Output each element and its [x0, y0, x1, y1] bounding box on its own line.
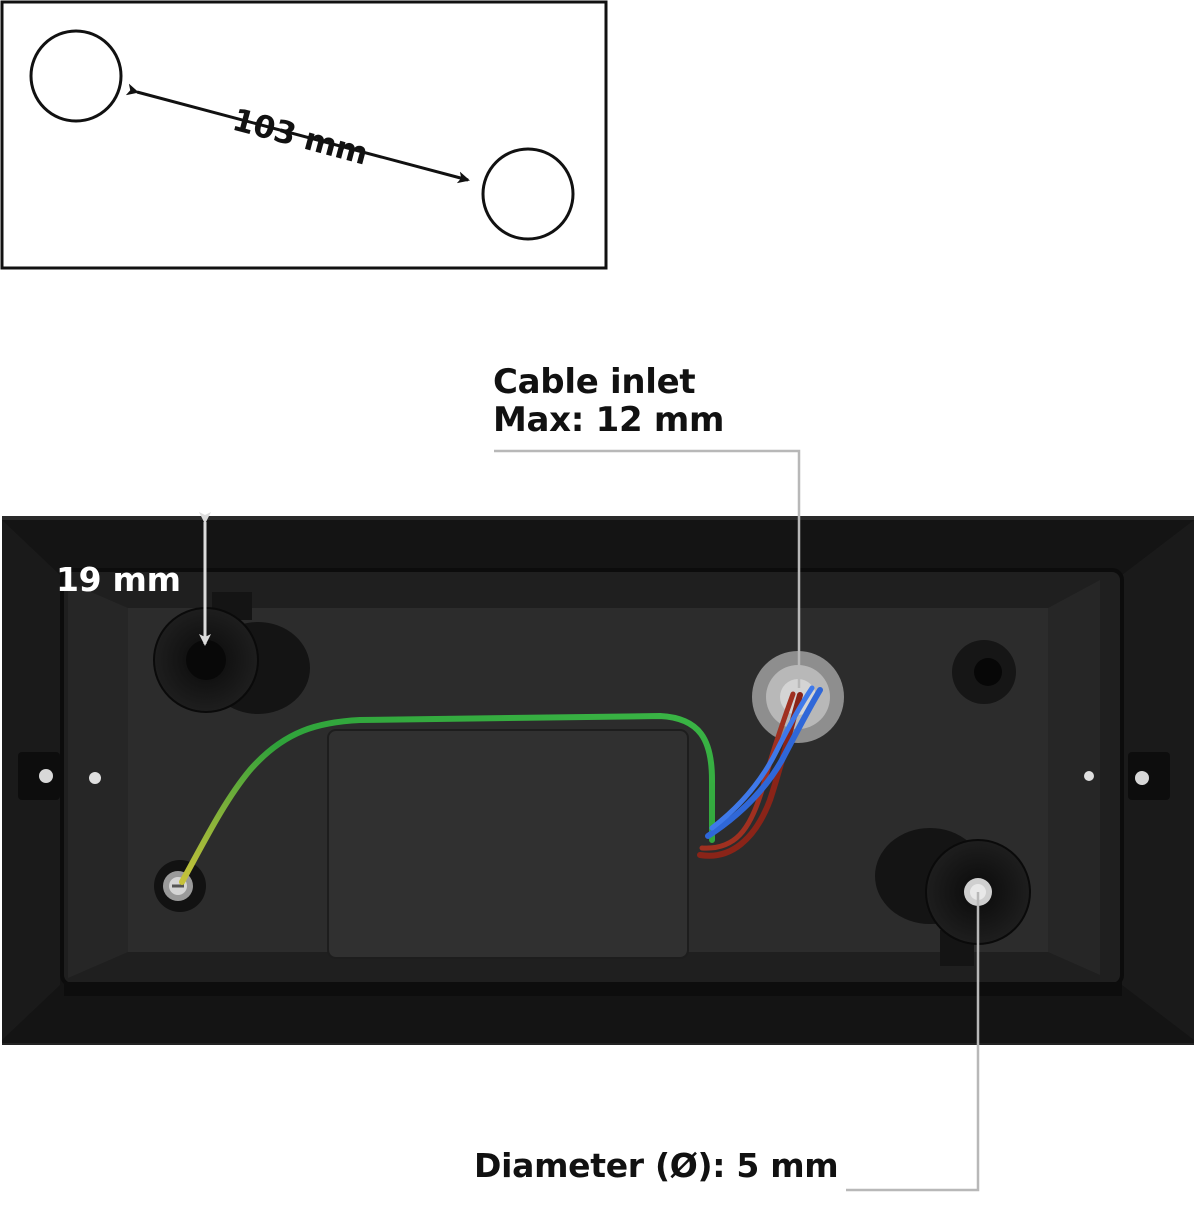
cable-inlet-leader — [494, 449, 801, 688]
hole-diameter-label: Diameter (Ø): 5 mm — [474, 1146, 839, 1185]
boss-top-left — [153, 592, 310, 714]
earth-screw — [154, 860, 206, 912]
side-screw-left — [18, 752, 101, 800]
diameter-leader — [846, 892, 980, 1192]
boss-bottom-right — [875, 828, 1031, 966]
mount-hole-left — [29, 29, 123, 123]
depth-label: 19 mm — [56, 560, 181, 599]
side-screw-right — [1084, 752, 1170, 800]
housing-photo — [2, 516, 1194, 1045]
cable-inlet-max: Max: 12 mm — [493, 400, 725, 440]
distance-arrow — [125, 83, 470, 184]
neutral-wire-a — [705, 687, 823, 839]
earth-wire — [179, 712, 715, 885]
wiring — [179, 685, 823, 885]
boss-top-right — [952, 640, 1016, 704]
led-driver-box — [327, 729, 689, 959]
neutral-wire-b — [709, 685, 815, 831]
annotations — [199, 449, 980, 1192]
mount-hole-right — [481, 147, 575, 241]
drilling-template — [0, 0, 608, 270]
cable-inlet-title: Cable inlet — [493, 362, 696, 402]
